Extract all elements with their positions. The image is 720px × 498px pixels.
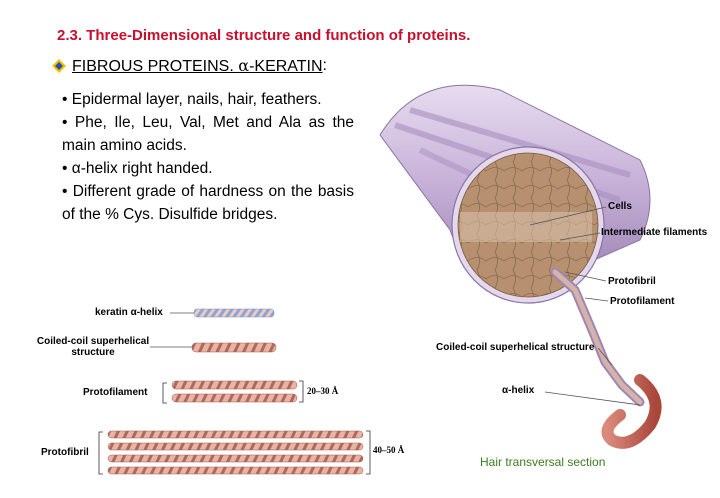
label-coiled-coil: Coiled-coil superhelical structure	[36, 336, 150, 358]
hair-fibre-illustration	[379, 84, 662, 449]
bullet-item: • α-helix right handed.	[62, 160, 213, 177]
dimension-protofilament: 20–30 Å	[307, 386, 339, 396]
bullet-arrow-icon	[52, 59, 66, 73]
bullet-item: • Different grade of hardness on the bas…	[62, 183, 355, 223]
protofibril-strands	[98, 430, 371, 475]
bullet-item: • Epidermal layer, nails, hair, feathers…	[62, 91, 322, 108]
dimension-protofibril: 40–50 Å	[373, 445, 405, 455]
figure-caption: Hair transversal section	[480, 455, 606, 469]
heading-text: FIBROUS PROTEINS. α-KERATIN	[72, 56, 323, 75]
bullet-item: • Phe, Ile, Leu, Val, Met and Ala as the…	[62, 114, 355, 154]
label-protofilament-left: Protofilament	[83, 387, 148, 398]
heading-colon: :	[322, 57, 327, 74]
keratin-helix-strand	[170, 308, 275, 318]
section-heading: FIBROUS PROTEINS. α-KERATIN:	[52, 56, 327, 76]
coiled-coil-strand	[150, 342, 277, 353]
label-cells: Cells	[608, 201, 632, 212]
label-protofibril-left: Protofibril	[41, 447, 89, 458]
label-intermediate-filaments: Intermediate filaments	[601, 227, 708, 238]
bullet-list: • Epidermal layer, nails, hair, feathers…	[62, 88, 354, 226]
label-keratin-helix: keratin α-helix	[95, 307, 163, 318]
label-alpha-helix: α-helix	[502, 385, 535, 396]
label-protofilament-right: Protofilament	[610, 296, 675, 307]
protofilament-strands	[162, 380, 304, 404]
slide-title: 2.3. Three-Dimensional structure and fun…	[57, 27, 471, 44]
label-protofibril-right: Protofibril	[608, 276, 656, 287]
label-coiled-coil-right: Coiled-coil superhelical structure	[436, 342, 595, 353]
leader-lines	[529, 206, 641, 406]
